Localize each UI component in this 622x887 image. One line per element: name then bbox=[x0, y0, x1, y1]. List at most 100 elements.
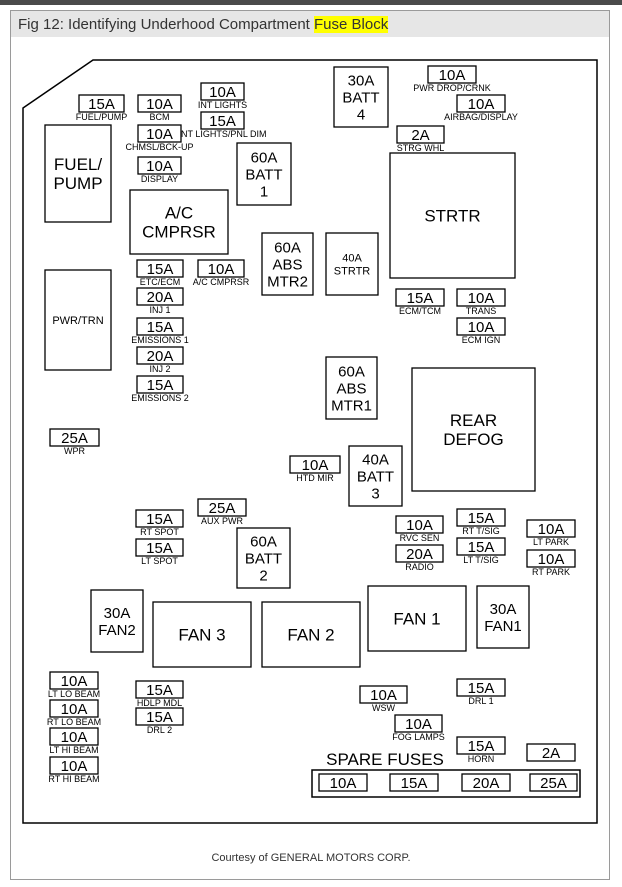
fuse-label: STRG WHL bbox=[397, 143, 445, 153]
fuse-amperage: 25A bbox=[209, 500, 236, 517]
fuse-label: INT LIGHTS/PNL DIM bbox=[178, 129, 266, 139]
fuse-outline bbox=[396, 125, 445, 144]
component-label: 60A bbox=[338, 363, 365, 380]
fuse-amperage: 15A bbox=[146, 709, 173, 726]
component-label: STRTR bbox=[334, 265, 371, 277]
fuse-label: LT PARK bbox=[533, 537, 569, 547]
fuse-amperage: 10A bbox=[146, 96, 173, 113]
component-label: 1 bbox=[260, 183, 268, 200]
fuse-amperage: 10A bbox=[468, 96, 495, 113]
fuse-outline bbox=[526, 743, 576, 762]
fuse-outline bbox=[200, 111, 245, 130]
component-outline bbox=[44, 124, 112, 223]
fuse-outline bbox=[394, 714, 443, 733]
component-outline bbox=[325, 232, 379, 296]
fuse-amperage: 10A bbox=[406, 517, 433, 534]
fuse-outline bbox=[49, 671, 99, 690]
fuse-label: DRL 2 bbox=[147, 725, 172, 735]
component-outline bbox=[348, 445, 403, 507]
component-label: FAN2 bbox=[98, 622, 136, 639]
fuse-spare-15a: 15A bbox=[389, 773, 439, 792]
component-label: MTR1 bbox=[331, 397, 372, 414]
fuse-label: INT LIGHTS bbox=[198, 100, 247, 110]
fuse-amperage: 15A bbox=[468, 510, 495, 527]
component-outline bbox=[411, 367, 536, 492]
fuse-amperage: 25A bbox=[61, 430, 88, 447]
fuse-outline bbox=[456, 678, 506, 697]
components-layer: FUEL/PUMPA/CCMPRSRPWR/TRN30ABATT460ABATT… bbox=[44, 66, 536, 668]
fuse-amperage: 15A bbox=[88, 96, 115, 113]
fuse-amperage: 15A bbox=[146, 540, 173, 557]
fuse-label: HDLP MDL bbox=[137, 698, 182, 708]
component-label: 30A bbox=[348, 72, 375, 89]
fuse-label: RT PARK bbox=[532, 567, 570, 577]
fuse-label: AUX PWR bbox=[201, 516, 244, 526]
component-label: 60A bbox=[250, 533, 277, 550]
component-label: 40A bbox=[342, 252, 362, 264]
fuse-outline bbox=[456, 317, 506, 336]
fuse-amperage: 20A bbox=[147, 289, 174, 306]
component-label: BATT bbox=[245, 166, 282, 183]
fuse-amperage: 10A bbox=[302, 457, 329, 474]
fuse-outline bbox=[456, 537, 506, 556]
fuse-label: TRANS bbox=[466, 306, 497, 316]
fuse-outline bbox=[200, 82, 245, 101]
component-label: ABS bbox=[336, 380, 366, 397]
fuse-amperage: 10A bbox=[330, 775, 357, 792]
caption-prefix: Fig 12: Identifying Underhood Compartmen… bbox=[18, 16, 314, 33]
fuse-amperage: 15A bbox=[468, 539, 495, 556]
component-label: 60A bbox=[251, 149, 278, 166]
fuse-amperage: 10A bbox=[370, 687, 397, 704]
component-outline bbox=[261, 232, 314, 296]
fuse-amperage: 10A bbox=[538, 551, 565, 568]
fuse-outline bbox=[49, 727, 99, 746]
component-outline bbox=[325, 356, 378, 420]
component-label: STRTR bbox=[424, 207, 480, 226]
component-outline bbox=[367, 585, 467, 652]
top-bar bbox=[0, 0, 622, 5]
component-outline bbox=[476, 585, 530, 649]
fuse-amperage: 15A bbox=[146, 511, 173, 528]
fuse-outline bbox=[395, 544, 444, 563]
fuse-label: DRL 1 bbox=[468, 696, 493, 706]
fuse-label: ETC/ECM bbox=[140, 277, 181, 287]
component-label: 60A bbox=[274, 239, 301, 256]
fuse-outline bbox=[136, 375, 184, 394]
fuse-outline bbox=[395, 515, 444, 534]
fuse-outline bbox=[49, 428, 100, 447]
spare-fuses-panel bbox=[311, 769, 581, 798]
figure-caption: Fig 12: Identifying Underhood Compartmen… bbox=[11, 11, 609, 37]
component-label: 40A bbox=[362, 451, 389, 468]
fuse-outline bbox=[526, 519, 576, 538]
component-outline bbox=[129, 189, 229, 255]
fuse-amperage: 10A bbox=[439, 67, 466, 84]
fuse-outline bbox=[197, 259, 245, 278]
fuse-outline bbox=[137, 156, 182, 175]
fuse-amperage: 10A bbox=[208, 261, 235, 278]
fuse-label: FUEL/PUMP bbox=[76, 112, 128, 122]
